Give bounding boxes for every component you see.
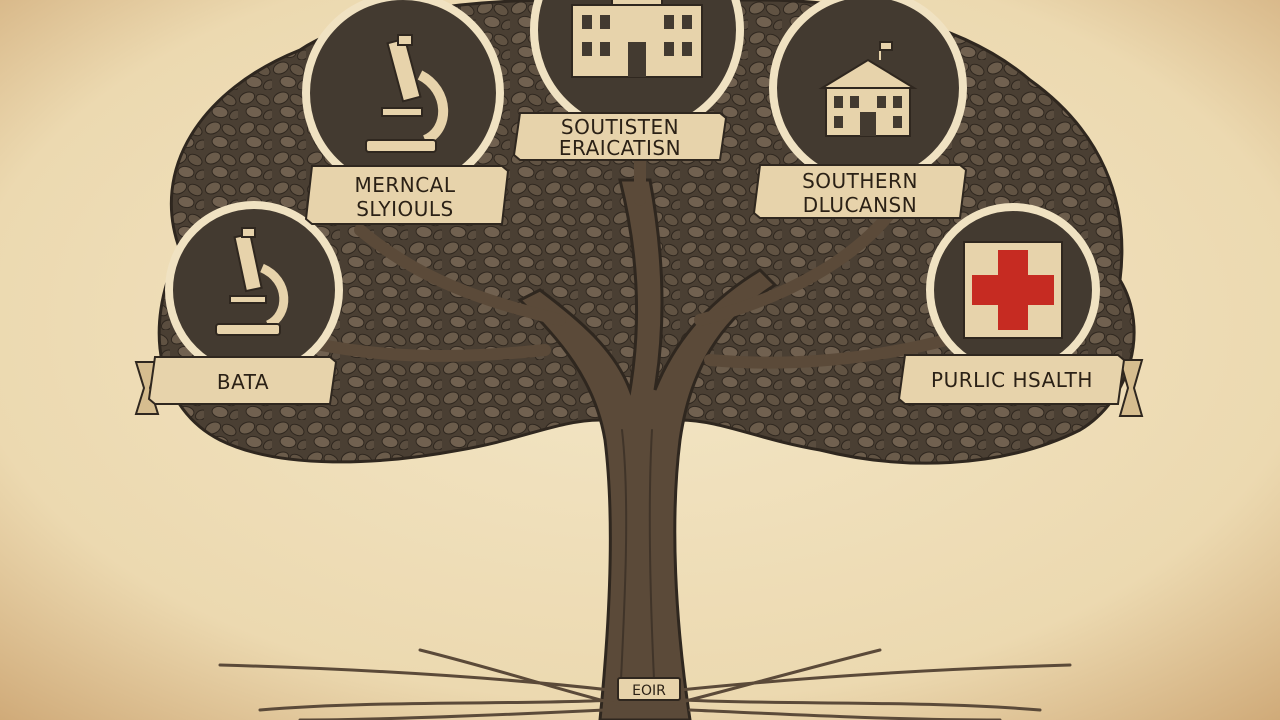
banner-label-line: SOUTHERN (802, 169, 918, 193)
node-southern-education-right (769, 0, 967, 187)
microscope-icon (215, 227, 289, 336)
banner-label-line: BATA (217, 370, 269, 394)
red-cross-icon (972, 250, 1054, 330)
banner-label-line: SOUTISTEN (561, 115, 679, 139)
banner-data: BATA (134, 356, 338, 415)
banner-southern-education-right: SOUTHERN DLUCANSN (752, 164, 968, 219)
banner-medical-schools: MERNCAL SLYIOULS (304, 165, 510, 225)
schoolhouse-icon (571, 0, 703, 78)
banner-southern-education-top: SOUTISTEN ERAICATISN (512, 112, 728, 161)
banner-label-line: ERAICATISN (559, 136, 681, 160)
banner-label-line: MERNCAL (354, 173, 455, 197)
node-data (165, 201, 343, 379)
banner-public-health: PURLIC HSALTH (897, 354, 1144, 417)
node-public-health (926, 203, 1100, 377)
schoolhouse-flag-icon (818, 41, 918, 137)
node-medical-schools (302, 0, 504, 194)
root-label: EOIR (632, 683, 666, 699)
banner-label-line: DLUCANSN (803, 193, 917, 217)
microscope-icon (365, 34, 449, 153)
banner-label-line: SLYIOULS (356, 197, 454, 221)
root-plaque: EOIR (617, 677, 681, 701)
banner-label-line: PURLIC HSALTH (931, 368, 1093, 392)
